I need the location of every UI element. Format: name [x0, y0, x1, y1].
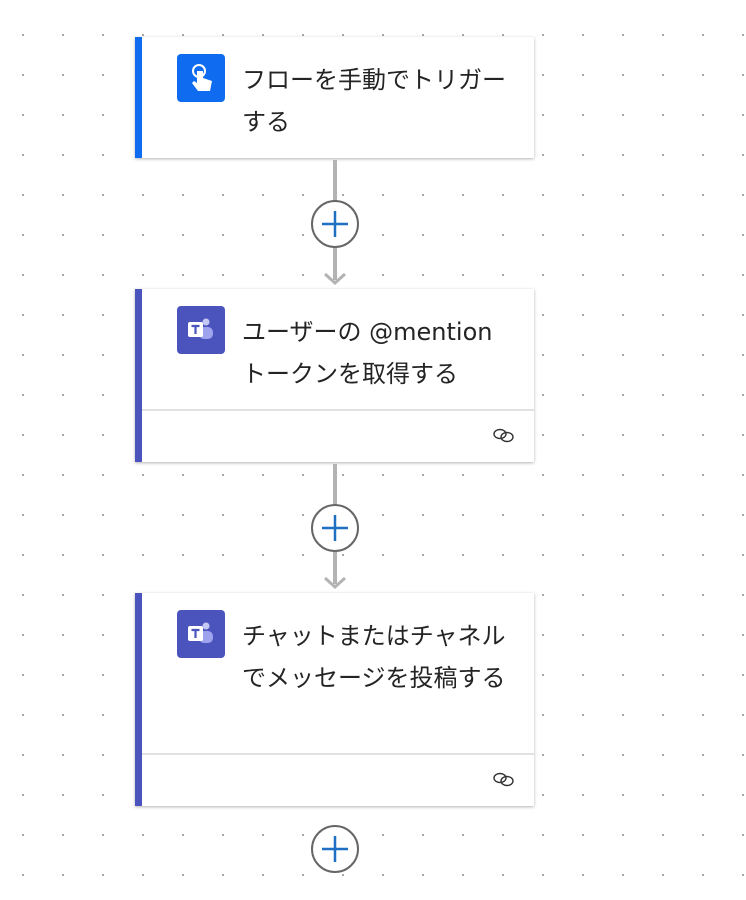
- plus-icon: [322, 211, 348, 237]
- step-title: ユーザーの @mention トークンを取得する: [242, 318, 493, 388]
- step-card-post-message[interactable]: チャットまたはチャネルでメッセージを投稿する: [135, 593, 534, 806]
- manual-trigger-icon: [177, 54, 225, 102]
- plus-icon: [322, 836, 348, 862]
- insert-step-button[interactable]: [311, 200, 359, 248]
- teams-icon: [177, 306, 225, 354]
- step-title: フローを手動でトリガーする: [242, 66, 506, 136]
- insert-step-button[interactable]: [311, 504, 359, 552]
- arrow-down-icon: [323, 576, 347, 590]
- connection-link-icon[interactable]: [492, 771, 516, 787]
- card-footer: [142, 409, 534, 462]
- step-card-manual-trigger[interactable]: フローを手動でトリガーする: [135, 37, 534, 158]
- plus-icon: [322, 515, 348, 541]
- connection-link-icon[interactable]: [492, 427, 516, 443]
- arrow-down-icon: [323, 272, 347, 286]
- step-title: チャットまたはチャネルでメッセージを投稿する: [242, 622, 506, 692]
- teams-icon: [177, 610, 225, 658]
- step-card-get-mention-token[interactable]: ユーザーの @mention トークンを取得する: [135, 289, 534, 462]
- card-footer: [142, 753, 534, 806]
- insert-step-button[interactable]: [311, 825, 359, 873]
